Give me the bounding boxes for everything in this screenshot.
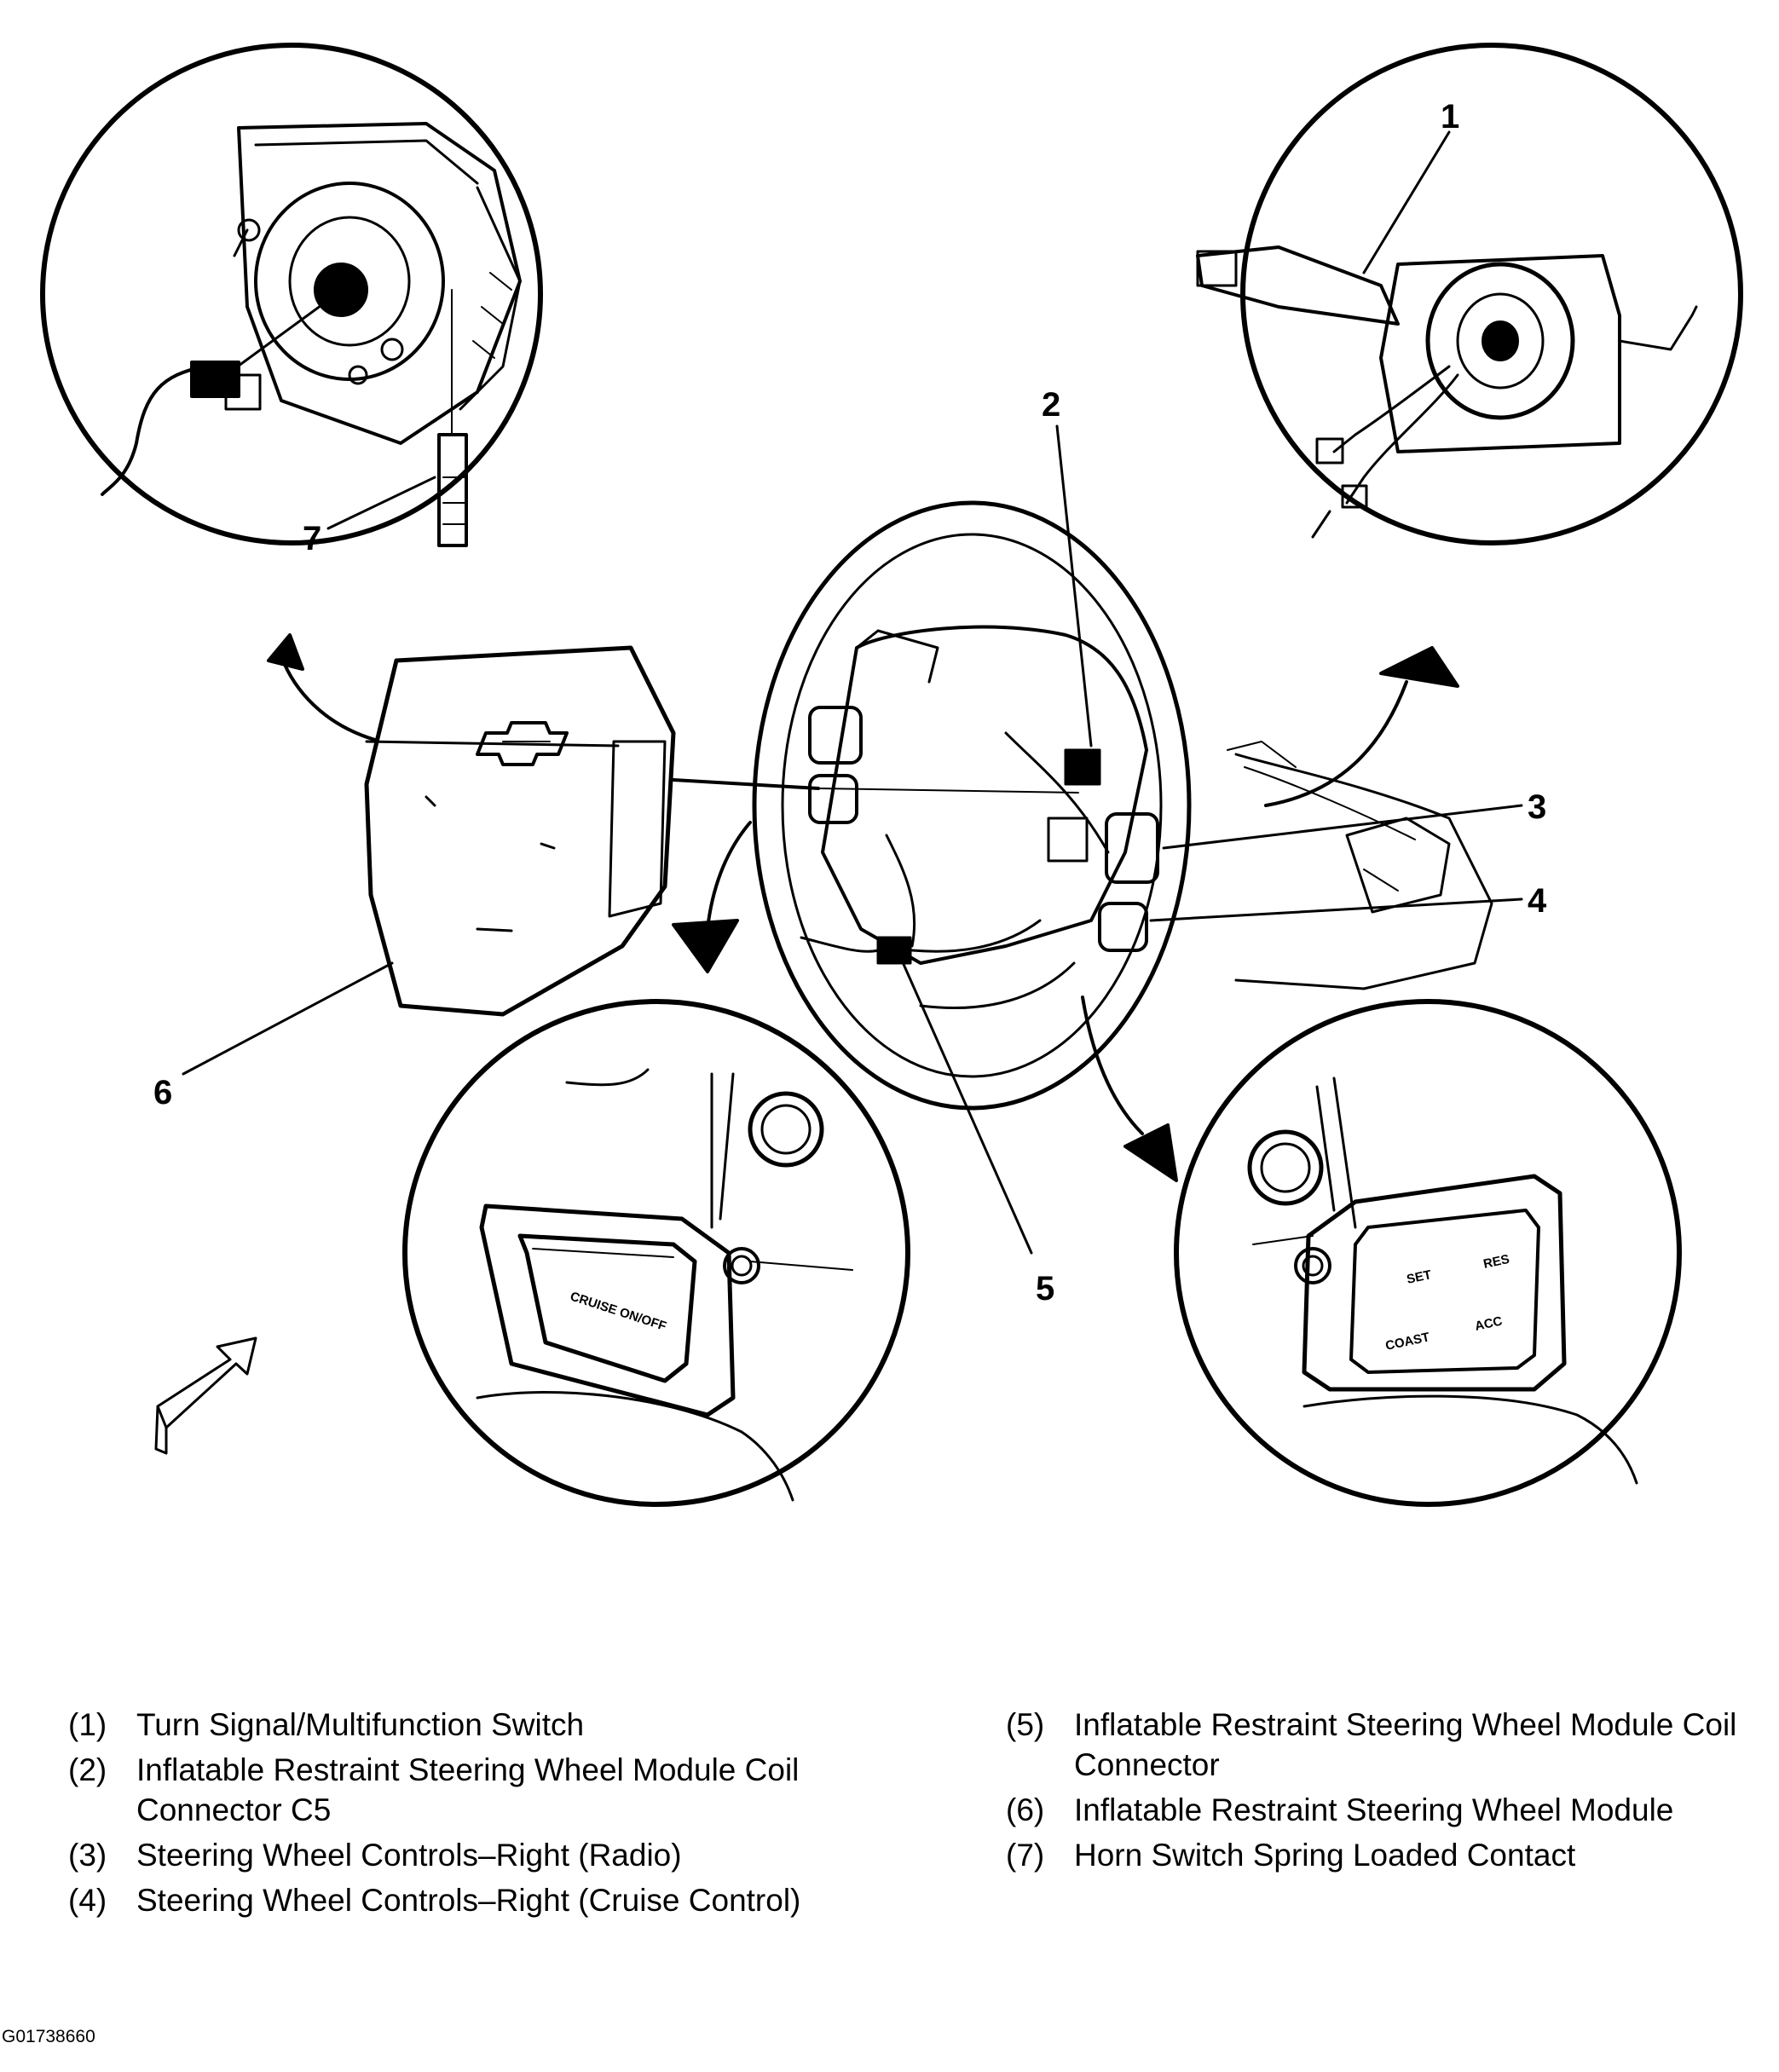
callout-6: 6 xyxy=(153,1074,172,1111)
legend-item-4: (4) Steering Wheel Controls–Right (Cruis… xyxy=(68,1880,887,1920)
callout-2: 2 xyxy=(1042,386,1060,424)
legend-text: Inflatable Restraint Steering Wheel Modu… xyxy=(1074,1792,1674,1827)
legend-text: Turn Signal/Multifunction Switch xyxy=(136,1707,585,1742)
callout-5: 5 xyxy=(1036,1270,1054,1307)
legend-item-7: (7) Horn Switch Spring Loaded Contact xyxy=(1006,1835,1773,1875)
callout-numbers: 1 2 3 4 5 6 7 xyxy=(153,98,1547,1307)
legend-text: Inflatable Restraint Steering Wheel Modu… xyxy=(1074,1707,1737,1782)
legend-text: Steering Wheel Controls–Right (Radio) xyxy=(136,1838,682,1873)
detail-circle-cruise-switch xyxy=(402,999,910,1507)
legend-number: (7) xyxy=(1006,1838,1045,1873)
label-acc: ACC xyxy=(1474,1314,1504,1334)
legend-number: (4) xyxy=(68,1883,107,1918)
direction-arrows xyxy=(154,633,1459,1455)
legend-text: Steering Wheel Controls–Right (Cruise Co… xyxy=(136,1883,801,1918)
legend-text: Inflatable Restraint Steering Wheel Modu… xyxy=(136,1752,800,1827)
detail-circle-airbag-rear xyxy=(40,43,543,547)
legend-number: (6) xyxy=(1006,1792,1045,1827)
label-set: SET xyxy=(1406,1267,1433,1287)
legend-text: Horn Switch Spring Loaded Contact xyxy=(1074,1838,1576,1873)
legend-column-left: (1) Turn Signal/Multifunction Switch (2)… xyxy=(68,1705,887,1925)
label-res: RES xyxy=(1482,1252,1511,1272)
legend-number: (1) xyxy=(68,1707,107,1742)
detail-circle-multifunction-switch xyxy=(1196,43,1743,545)
steering-wheel-exploded-diagram: 1 2 3 4 5 6 7 CRUISE ON/OFF SET RES COAS… xyxy=(40,43,1743,1507)
callout-leaders xyxy=(182,424,1523,1255)
figure-id: G01738660 xyxy=(2,2027,95,2046)
steering-column xyxy=(1227,741,1493,990)
legend-item-1: (1) Turn Signal/Multifunction Switch xyxy=(68,1705,887,1745)
legend-item-6: (6) Inflatable Restraint Steering Wheel … xyxy=(1006,1790,1773,1830)
airbag-module xyxy=(364,645,676,1017)
legend-number: (5) xyxy=(1006,1707,1045,1742)
legend-item-2: (2) Inflatable Restraint Steering Wheel … xyxy=(68,1750,887,1830)
callout-7: 7 xyxy=(303,520,321,557)
callout-1: 1 xyxy=(1441,98,1459,136)
legend: (1) Turn Signal/Multifunction Switch (2)… xyxy=(0,1705,1779,1986)
callout-4: 4 xyxy=(1528,882,1547,920)
legend-column-right: (5) Inflatable Restraint Steering Wheel … xyxy=(1006,1705,1773,1880)
callout-3: 3 xyxy=(1528,788,1546,826)
legend-item-3: (3) Steering Wheel Controls–Right (Radio… xyxy=(68,1835,887,1875)
label-cruise-onoff: CRUISE ON/OFF xyxy=(569,1290,668,1334)
legend-item-5: (5) Inflatable Restraint Steering Wheel … xyxy=(1006,1705,1773,1785)
detail-circle-cruise-controls xyxy=(1174,999,1682,1507)
legend-number: (3) xyxy=(68,1838,107,1873)
label-coast: COAST xyxy=(1384,1330,1431,1353)
legend-number: (2) xyxy=(68,1752,107,1787)
